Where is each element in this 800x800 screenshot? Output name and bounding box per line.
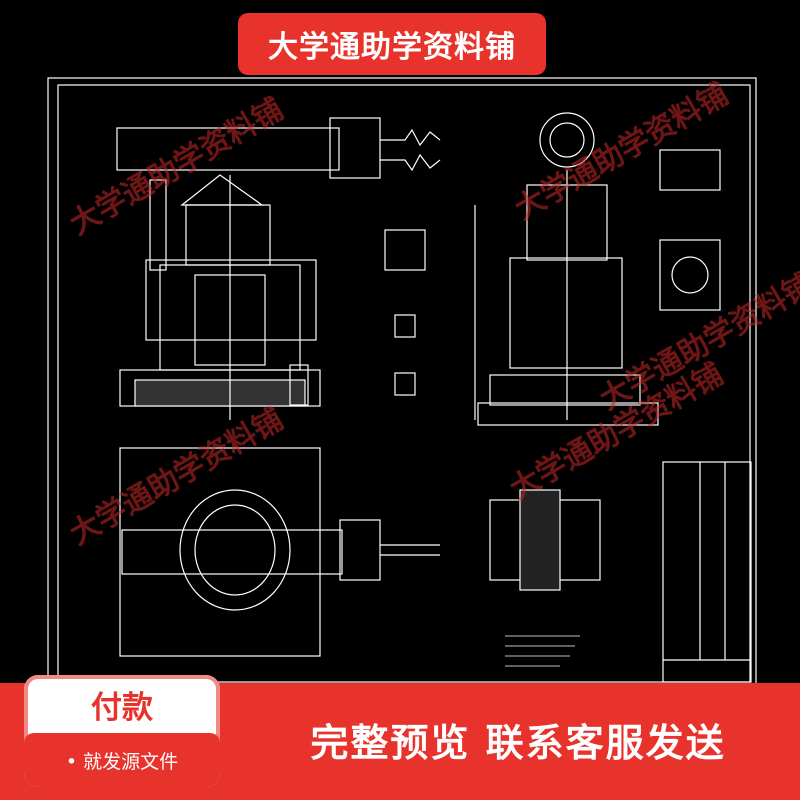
detail-section-c [489,489,601,591]
section-views [659,149,721,311]
drawing-inner-frame [57,84,751,683]
side-view [474,112,659,426]
front-view [116,117,441,420]
banner-title: 大学通助学资料铺 [268,30,516,65]
payment-title: 付款 [91,689,153,726]
bottom-slogan: 完整预览 联系客服发送 [310,720,726,765]
detail-parts [384,229,426,396]
plan-view [119,447,440,657]
payment-subtitle: • 就发源文件 [24,733,220,787]
top-banner: 大学通助学资料铺 [238,13,546,75]
technical-notes [505,635,580,667]
payment-card[interactable]: 付款 • 就发源文件 [24,675,220,787]
title-block [662,461,752,683]
